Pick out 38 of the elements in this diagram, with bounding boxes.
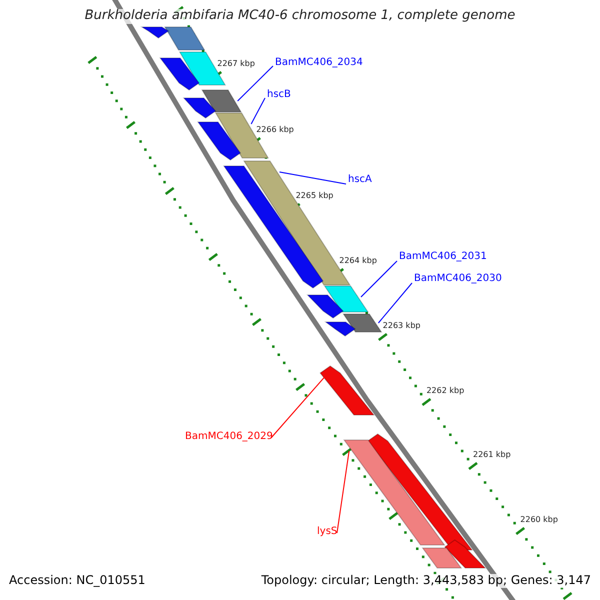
gene-block: [182, 98, 216, 119]
gene-block: [366, 433, 474, 550]
scale-label: 2264 kbp: [339, 256, 377, 266]
gene-block: [444, 539, 486, 568]
leader-line: [270, 376, 326, 438]
gene-block: [164, 26, 206, 50]
gene-block: [422, 548, 462, 568]
scale-label: 2260 kbp: [520, 515, 558, 524]
leader-line: [360, 260, 398, 298]
gene-label: BamMC406_2030: [414, 273, 502, 284]
gene-block: [201, 90, 242, 112]
genome-info-text: Topology: circular; Length: 3,443,583 bp; Genes: 3,147: [261, 574, 591, 588]
gene-label: hscA: [348, 174, 372, 186]
leader-line: [336, 450, 350, 534]
gene-label: BamMC406_2034: [275, 57, 363, 68]
gene-block: [319, 365, 375, 416]
scale-label: 2266 kbp: [256, 125, 294, 134]
accession-text: Accession: NC_010551: [9, 574, 146, 588]
leader-line: [279, 172, 346, 184]
scale-label: 2263 kbp: [382, 321, 420, 330]
leader-line: [237, 66, 274, 102]
gene-label: BamMC406_2031: [399, 251, 487, 262]
scale-label: 2267 kbp: [217, 59, 255, 68]
leader-line: [378, 282, 412, 324]
gene-label: lysS: [317, 526, 338, 538]
gene-block: [306, 294, 344, 319]
gene-block: [324, 322, 356, 337]
gene-block: [197, 122, 242, 161]
gene-label: BamMC406_2029: [185, 431, 273, 442]
gene-block: [324, 286, 369, 312]
gene-block: [343, 440, 446, 546]
gene-block: [159, 58, 200, 91]
gene-block: [140, 26, 170, 39]
leader-line: [250, 98, 266, 124]
scale-label: 2262 kbp: [426, 386, 464, 396]
gene-block: [342, 314, 382, 332]
scale-label: 2265 kbp: [296, 191, 334, 200]
gene-label: hscB: [267, 89, 291, 100]
